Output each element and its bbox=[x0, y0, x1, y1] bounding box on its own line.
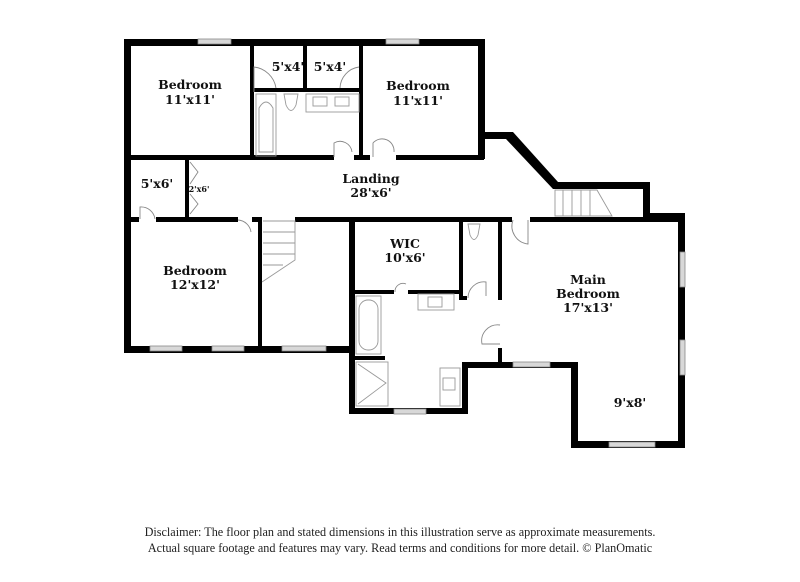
room-name: Bedroom bbox=[163, 263, 227, 278]
disclaimer-line-1: Disclaimer: The floor plan and stated di… bbox=[144, 525, 656, 539]
room-labels: Bedroom 11'x11' 5'x4' 5'x4' Bedroom 11'x… bbox=[141, 59, 647, 410]
room-size: 5'x4' bbox=[314, 59, 347, 74]
doors bbox=[139, 66, 529, 345]
room-size: 10'x6' bbox=[384, 250, 425, 265]
room-size: 5'x4' bbox=[272, 59, 305, 74]
room-size: 2'x6' bbox=[189, 184, 210, 194]
room-name: Main bbox=[570, 272, 606, 287]
room-size: 9'x8' bbox=[614, 395, 647, 410]
room-name: Bedroom bbox=[386, 78, 450, 93]
room-name: Bedroom bbox=[158, 77, 222, 92]
disclaimer-line-2: Actual square footage and features may v… bbox=[147, 541, 653, 555]
room-size: 11'x11' bbox=[393, 93, 443, 108]
room-name: Bedroom bbox=[556, 286, 620, 301]
room-size: 12'x12' bbox=[170, 277, 220, 292]
disclaimer: Disclaimer: The floor plan and stated di… bbox=[0, 524, 800, 556]
windows bbox=[149, 38, 686, 448]
room-name: WIC bbox=[389, 236, 420, 251]
room-size: 5'x6' bbox=[141, 176, 174, 191]
room-size: 28'x6' bbox=[350, 185, 391, 200]
room-size: 17'x13' bbox=[563, 300, 613, 315]
fixtures bbox=[255, 93, 613, 407]
room-size: 11'x11' bbox=[165, 92, 215, 107]
room-name: Landing bbox=[342, 171, 400, 186]
